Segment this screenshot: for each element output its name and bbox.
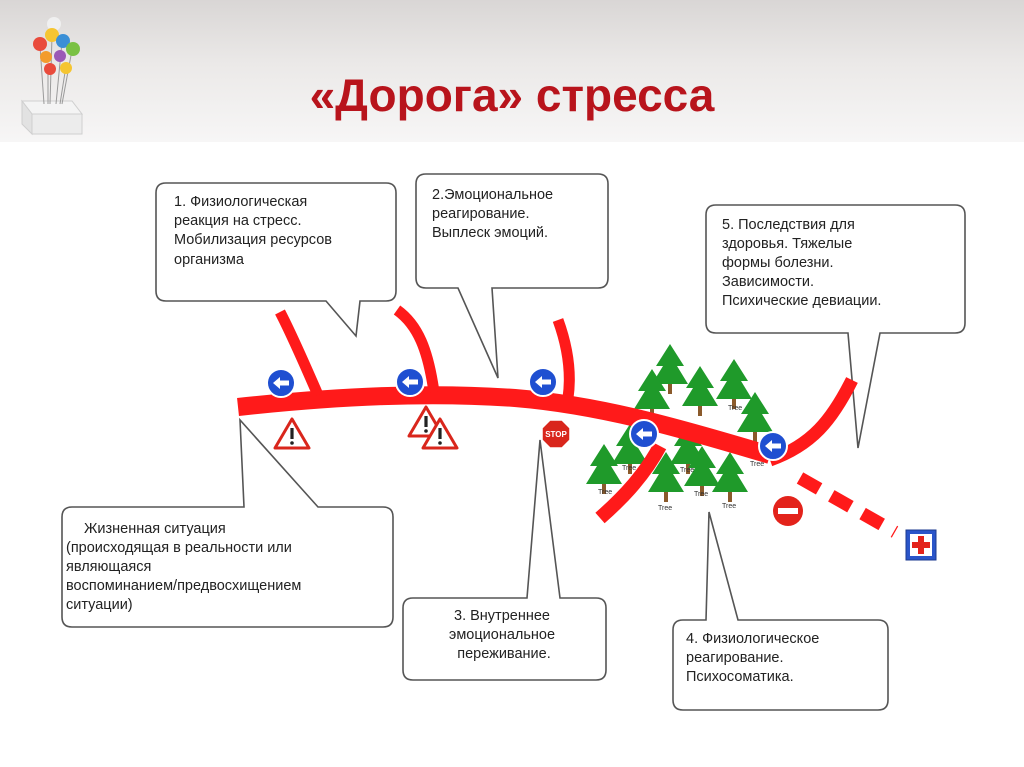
bubble-1-line-4: организма [174,252,245,268]
bubble-health-consequences: 5. Последствия для здоровья. Тяжелые фор… [705,204,966,449]
bubble-life-line-2: (происходящая в реальности или [66,540,292,556]
bubble-inner-experience-text: 3. Внутреннее эмоциональное переживание. [449,608,559,662]
first-aid-icon [905,529,937,561]
slide-header [0,0,1024,142]
tree-label-8: Tree [750,461,764,468]
main-road [237,386,773,464]
bubble-psychosomatics: 4. Физиологическое реагирование. Психосо… [672,511,889,711]
bubble-5-line-4: Зависимости. [722,274,814,290]
bubble-1-line-1: 1. Физиологическая [174,194,307,210]
bubble-3-line-3: переживание. [457,646,551,662]
tree-11 [712,452,748,502]
bubble-physiological-reaction-text: 1. Физиологическая реакция на стресс. Мо… [174,194,336,268]
bubble-emotional-reaction: 2.Эмоциональное реагирование. Выплеск эм… [415,173,609,379]
direction-arrow-icon-1 [266,368,296,398]
warning-icon-1 [273,417,311,450]
branch-road-4 [595,442,667,524]
bubble-physiological-reaction: 1. Физиологическая реакция на стресс. Мо… [155,182,397,338]
bubble-life-line-3: являющаяся [66,559,151,575]
tree-3 [682,366,718,416]
stop-sign-icon: STOP [541,419,571,449]
bubble-psychosomatics-text: 4. Физиологическое реагирование. Психосо… [686,631,823,685]
bubble-3-line-1: 3. Внутреннее [454,608,550,624]
tree-label-5: Tree [694,491,708,498]
bubble-5-line-1: 5. Последствия для [722,217,855,233]
direction-arrow-icon-3 [528,367,558,397]
bubble-5-line-2: здоровья. Тяжелые [722,236,852,252]
no-entry-icon [773,496,803,526]
bubble-emotional-reaction-text: 2.Эмоциональное реагирование. Выплеск эм… [432,187,557,241]
tree-label-4: Tree [598,489,612,496]
bubble-life-line-5: ситуации) [66,597,133,613]
bubble-4-line-1: 4. Физиологическое [686,631,819,647]
branch-road-2 [393,305,440,393]
bubble-1-line-2: реакция на стресс. [174,213,301,229]
bubble-2-line-2: реагирование. [432,206,530,222]
dashed-road [796,472,899,538]
tree-4 [716,359,752,409]
bubble-5-line-5: Психические девиации. [722,293,881,309]
tree-8 [586,444,622,494]
bubble-life-situation: Жизненная ситуация (происходящая в реаль… [61,417,394,628]
bubble-inner-experience: 3. Внутреннее эмоциональное переживание. [402,439,607,681]
tree-label-7: Tree [722,503,736,510]
direction-arrow-icon-4 [629,419,659,449]
bubble-3-line-2: эмоциональное [449,627,555,643]
bubble-2-line-1: 2.Эмоциональное [432,187,553,203]
tree-label-2: Tree [622,465,636,472]
slide-title: «Дорога» стресса [309,69,715,121]
branch-road-1 [275,309,324,398]
bubble-health-consequences-text: 5. Последствия для здоровья. Тяжелые фор… [722,217,881,309]
bubble-2-line-3: Выплеск эмоций. [432,225,548,241]
bubble-4-line-3: Психосоматика. [686,669,794,685]
bubble-1-line-3: Мобилизация ресурсов [174,232,332,248]
lightbulb-logo [20,17,84,136]
tree-label-3: Tree [680,467,694,474]
bubble-life-line-4: воспоминанием/предвосхищением [66,578,301,594]
bubble-life-line-1: Жизненная ситуация [84,521,226,537]
bubble-5-line-3: формы болезни. [722,255,834,271]
tree-label-1: Tree [728,405,742,412]
forest: Tree Tree Tree Tree Tree Tree Tree Tree [586,344,773,512]
stop-sign-label: STOP [545,430,567,439]
bubble-4-line-2: реагирование. [686,650,784,666]
tree-label-6: Tree [658,505,672,512]
direction-arrow-icon-5 [758,431,788,461]
bubble-life-situation-text: Жизненная ситуация (происходящая в реаль… [66,521,305,613]
branch-road-3 [552,318,575,399]
direction-arrow-icon-2 [395,367,425,397]
